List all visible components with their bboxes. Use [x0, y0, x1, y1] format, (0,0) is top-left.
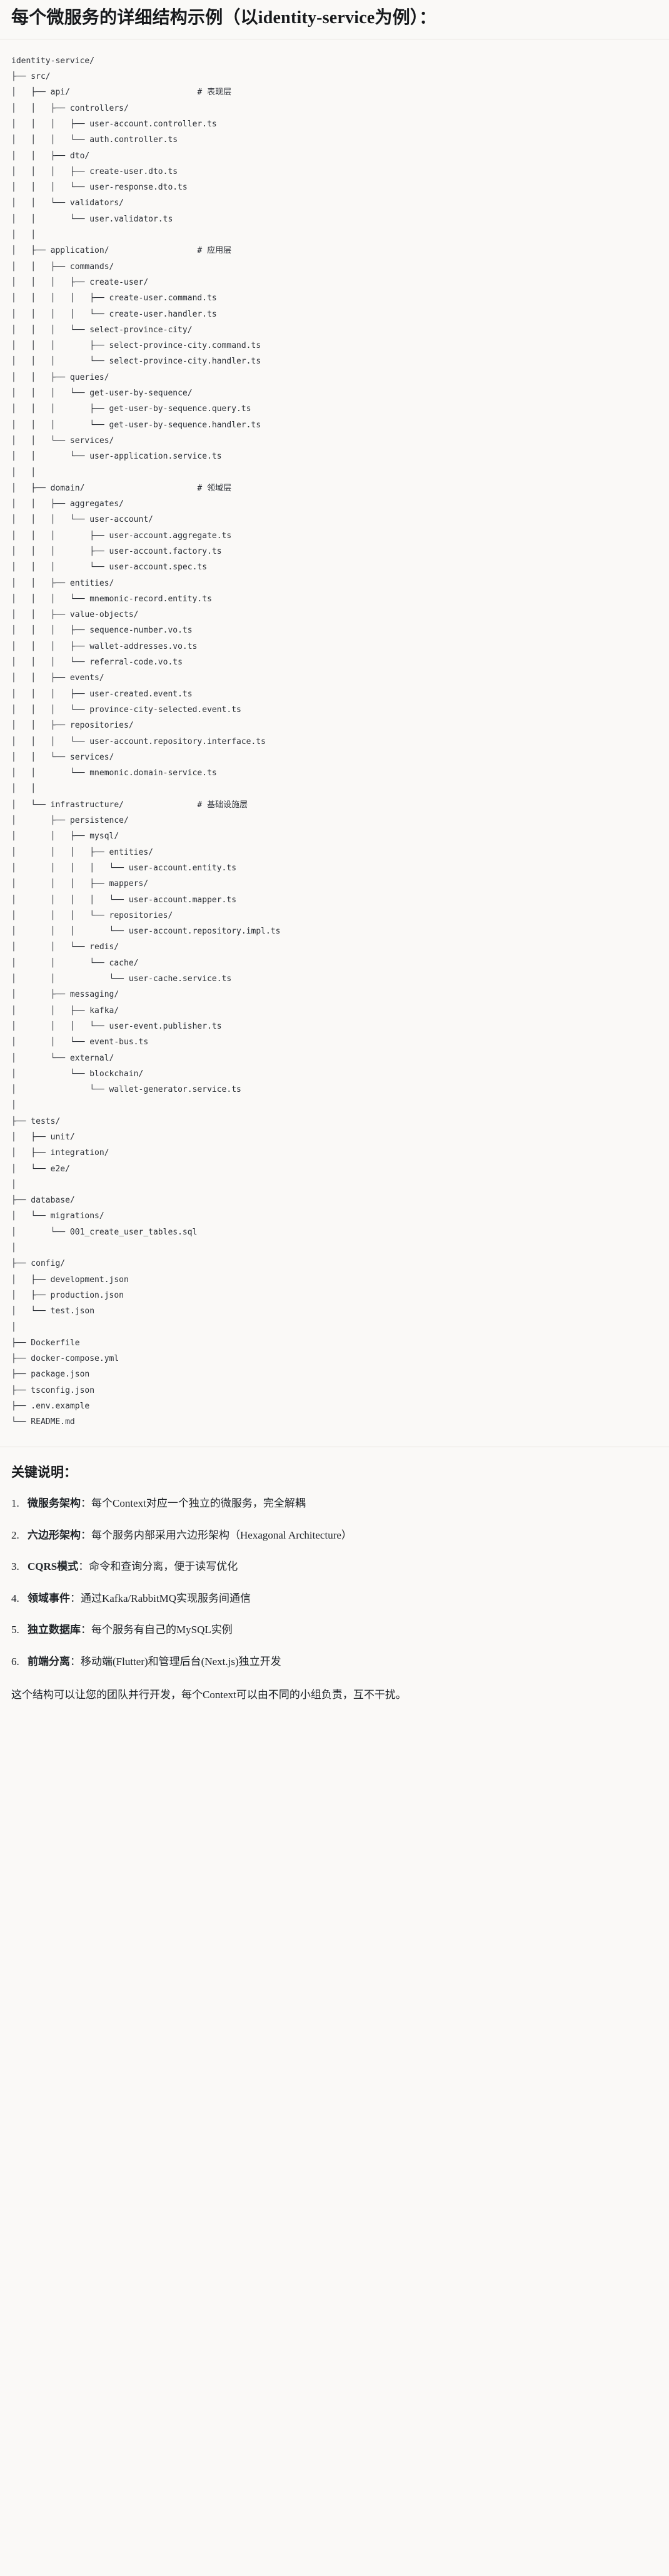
note-lead: CQRS模式	[28, 1560, 79, 1573]
document-page: 每个微服务的详细结构示例（以identity-service为例）： ident…	[0, 0, 669, 1722]
page-title: 每个微服务的详细结构示例（以identity-service为例）：	[11, 8, 437, 28]
list-item: 前端分离：移动端(Flutter)和管理后台(Next.js)独立开发	[11, 1654, 658, 1670]
note-separator: ：	[81, 1497, 91, 1510]
directory-tree-block: identity-service/ ├── src/ │ ├── api/ # …	[0, 39, 669, 1447]
note-body: 移动端(Flutter)和管理后台(Next.js)独立开发	[81, 1655, 281, 1667]
note-separator: ：	[78, 1560, 89, 1573]
note-lead: 前端分离	[28, 1655, 70, 1667]
note-lead: 微服务架构	[28, 1497, 81, 1510]
note-separator: ：	[70, 1655, 81, 1667]
note-lead: 独立数据库	[28, 1624, 81, 1636]
list-item: 领域事件：通过Kafka/RabbitMQ实现服务间通信	[11, 1591, 658, 1607]
note-body: 通过Kafka/RabbitMQ实现服务间通信	[81, 1592, 251, 1604]
note-lead: 六边形架构	[28, 1529, 81, 1541]
list-item: CQRS模式：命令和查询分离，便于读写优化	[11, 1559, 658, 1575]
list-item: 六边形架构：每个服务内部采用六边形架构（Hexagonal Architectu…	[11, 1527, 658, 1544]
directory-tree: identity-service/ ├── src/ │ ├── api/ # …	[11, 56, 281, 1427]
note-lead: 领域事件	[28, 1592, 70, 1604]
note-separator: ：	[81, 1624, 91, 1636]
key-notes-list: 微服务架构：每个Context对应一个独立的微服务，完全解耦 六边形架构：每个服…	[11, 1495, 658, 1669]
note-separator: ：	[81, 1529, 91, 1541]
note-body: 每个服务内部采用六边形架构（Hexagonal Architecture）	[91, 1529, 352, 1541]
note-body: 命令和查询分离，便于读写优化	[89, 1560, 238, 1573]
note-body: 每个服务有自己的MySQL实例	[91, 1624, 233, 1636]
key-notes-heading: 关键说明：	[11, 1464, 77, 1480]
list-item: 微服务架构：每个Context对应一个独立的微服务，完全解耦	[11, 1495, 658, 1512]
note-body: 每个Context对应一个独立的微服务，完全解耦	[91, 1497, 306, 1510]
closing-paragraph: 这个结构可以让您的团队并行开发，每个Context可以由不同的小组负责，互不干扰…	[11, 1689, 406, 1701]
list-item: 独立数据库：每个服务有自己的MySQL实例	[11, 1622, 658, 1638]
key-notes-block: 关键说明： 微服务架构：每个Context对应一个独立的微服务，完全解耦 六边形…	[0, 1447, 669, 1723]
note-separator: ：	[70, 1592, 81, 1604]
